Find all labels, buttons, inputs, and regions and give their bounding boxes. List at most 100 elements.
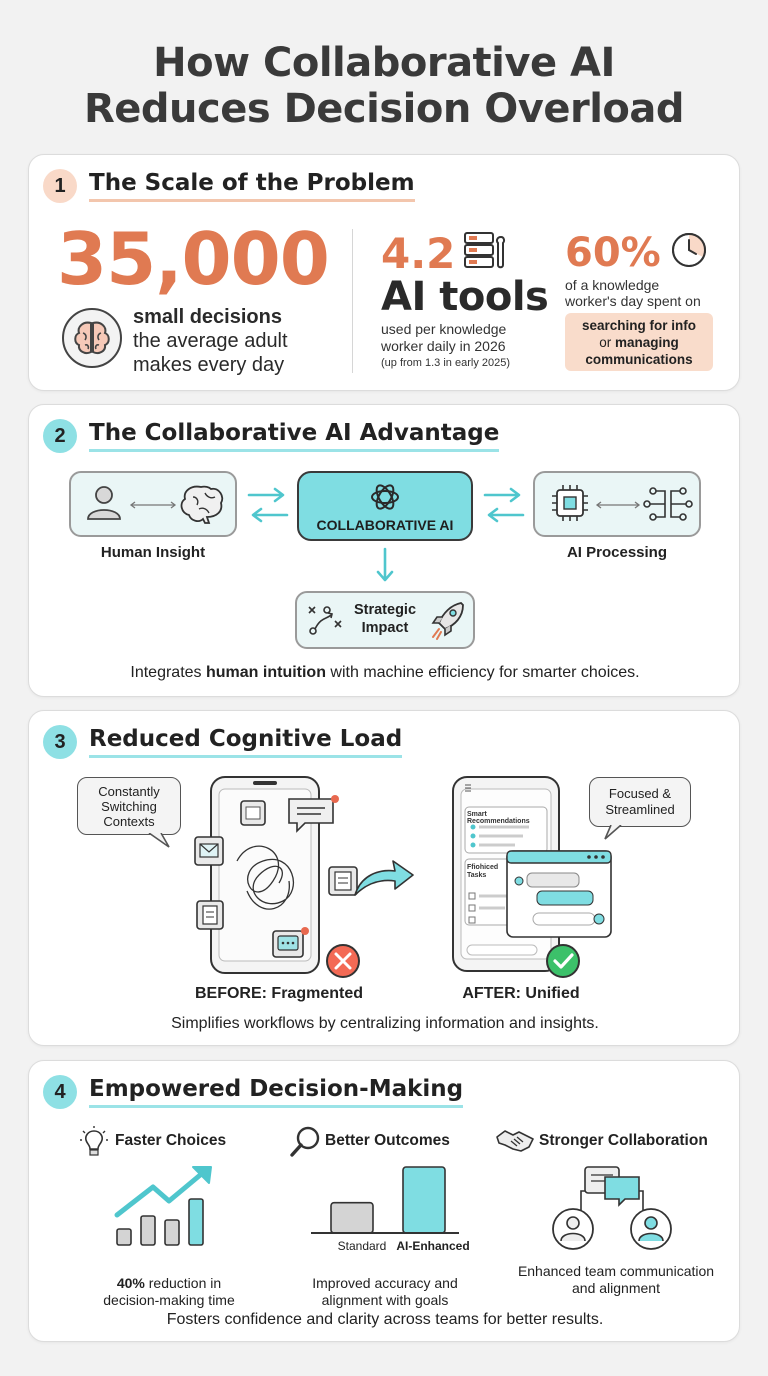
ai-enhanced-bar [402, 1166, 446, 1234]
collaboration-line2: and alignment [572, 1280, 660, 1296]
stronger-collaboration-caption: Enhanced team communication and alignmen… [491, 1263, 741, 1297]
section-scale-problem: 1 The Scale of the Problem 35,000 small … [28, 154, 740, 391]
percent-box-line1: searching for info [581, 318, 696, 333]
growth-arrow [114, 1168, 208, 1218]
email-icon [194, 836, 224, 866]
rocket-icon [431, 602, 464, 640]
col-faster-choices: Faster Choices 40% reduction in decision… [69, 1125, 269, 1308]
brain-icon [61, 307, 123, 369]
message-icon [288, 795, 339, 833]
chat-icon [272, 927, 309, 958]
section-number: 3 [43, 725, 77, 759]
circuit-icon [643, 487, 693, 521]
faster-choices-bar [164, 1219, 180, 1246]
better-outcomes-line2: alignment with goals [321, 1292, 449, 1308]
page-title: How Collaborative AI Reduces Decision Ov… [0, 40, 768, 132]
bidirectional-arrow-icon [129, 501, 177, 509]
before-phone-illustration [193, 771, 369, 981]
better-outcomes-line1: Improved accuracy and [312, 1275, 458, 1291]
better-outcomes-caption: Improved accuracy and alignment with goa… [287, 1275, 483, 1309]
strategic-impact-line1: Strategic [353, 602, 417, 618]
percent-box-line3: communications [585, 352, 693, 367]
tools-label: AI tools [381, 274, 549, 320]
section-header: 4 Empowered Decision-Making [43, 1075, 464, 1109]
after-phone-illustration [449, 771, 619, 981]
faster-choices-stat-rest: reduction in [144, 1275, 222, 1291]
tools-sub2: worker daily in 2026 [381, 338, 506, 354]
section-title: Empowered Decision-Making [89, 1076, 464, 1108]
better-outcomes-chart [311, 1166, 459, 1234]
caption-bold: human intuition [206, 664, 326, 681]
down-arrow [375, 547, 395, 585]
transition-arrow [351, 851, 417, 901]
section-title: The Collaborative AI Advantage [89, 420, 500, 452]
caption-post: with machine efficiency for smarter choi… [325, 664, 640, 681]
note-icon [328, 866, 358, 896]
decisions-line2: the average adult [133, 330, 288, 352]
section-header: 2 The Collaborative AI Advantage [43, 419, 500, 453]
lightbulb-icon [80, 1126, 108, 1156]
tools-text: used per knowledge worker daily in 2026 … [381, 321, 510, 371]
decisions-bold: small decisions [133, 306, 282, 328]
prioritized-line2: Tasks [467, 872, 487, 879]
check-icon [546, 944, 580, 978]
faster-choices-caption: 40% reduction in decision-making time [69, 1275, 269, 1309]
bubble-before-line2: Switching [101, 799, 157, 814]
faster-choices-chart [114, 1166, 212, 1246]
bubble-before-line1: Constantly [98, 784, 160, 799]
section-header: 3 Reduced Cognitive Load [43, 725, 403, 759]
bubble-tail [148, 833, 170, 848]
prioritized-line1: Ffiohiced [467, 864, 499, 871]
decisions-text: small decisions the average adult makes … [133, 305, 288, 377]
percent-number: 60% [565, 230, 661, 276]
bubble-before-line3: Contexts [103, 814, 155, 829]
collaboration-line1: Enhanced team communication [517, 1263, 715, 1279]
error-x-icon [326, 944, 360, 978]
percent-box-line2: managing [615, 335, 679, 350]
exchange-arrows-left [245, 485, 291, 525]
col-stronger-collaboration: Stronger Collaboration Enhanced team com… [491, 1125, 731, 1296]
decisions-line3: makes every day [133, 354, 285, 376]
speech-bubble-before: Constantly Switching Contexts [77, 777, 181, 835]
growth-arrowhead [192, 1166, 212, 1184]
faster-choices-bar [188, 1198, 204, 1246]
decisions-number: 35,000 [57, 217, 330, 301]
exchange-arrows-right [481, 485, 527, 525]
human-insight-label: Human Insight [100, 544, 206, 561]
col-better-outcomes: Better Outcomes Standard AI-Enhanced Imp… [287, 1125, 483, 1308]
openai-logo-icon [368, 481, 402, 513]
handshake-icon [496, 1130, 534, 1152]
person-icon [87, 486, 121, 520]
section-collaborative-advantage: 2 The Collaborative AI Advantage Human I… [28, 404, 740, 697]
strategic-impact-line2: Impact [361, 620, 409, 636]
tools-number: 4.2 [381, 229, 456, 278]
document-icon [196, 900, 224, 930]
percent-highlight-box: searching for info or managing communica… [565, 313, 713, 371]
section-number: 1 [43, 169, 77, 203]
ai-processing-label: AI Processing [566, 544, 668, 561]
bidirectional-arrow-icon [595, 501, 641, 509]
ai-processing-box [533, 471, 701, 537]
tools-note: (up from 1.3 in early 2025) [381, 357, 511, 369]
magnifier-icon [290, 1126, 320, 1157]
faster-choices-bar [116, 1228, 132, 1246]
calendar-icon [240, 800, 266, 826]
chat-window-icon [506, 850, 612, 938]
tools-sub1: used per knowledge [381, 321, 507, 337]
prioritized-tasks-label: Ffiohiced Tasks [467, 864, 498, 880]
team-communication-icon [552, 1166, 672, 1250]
strategic-impact-label: Strategic Impact [343, 601, 427, 637]
smart-recommendations-label: Smart Recommendations [467, 811, 530, 825]
strategic-impact-box: Strategic Impact [295, 591, 475, 649]
section-caption: Integrates human intuition with machine … [29, 664, 741, 682]
collaborative-ai-box: COLLABORATIVE AI [297, 471, 473, 541]
percent-box-or: or [599, 335, 612, 350]
percent-sub2: worker's day spent on [565, 293, 701, 309]
brain-icon [180, 485, 224, 524]
section-number: 2 [43, 419, 77, 453]
section-title: Reduced Cognitive Load [89, 726, 403, 758]
percent-text: of a knowledge worker's day spent on [565, 277, 701, 309]
section-caption: Fosters confidence and clarity across te… [166, 1311, 604, 1328]
bubble-after-line2: Streamlined [605, 802, 675, 817]
page-title-line1: How Collaborative AI [153, 40, 615, 86]
